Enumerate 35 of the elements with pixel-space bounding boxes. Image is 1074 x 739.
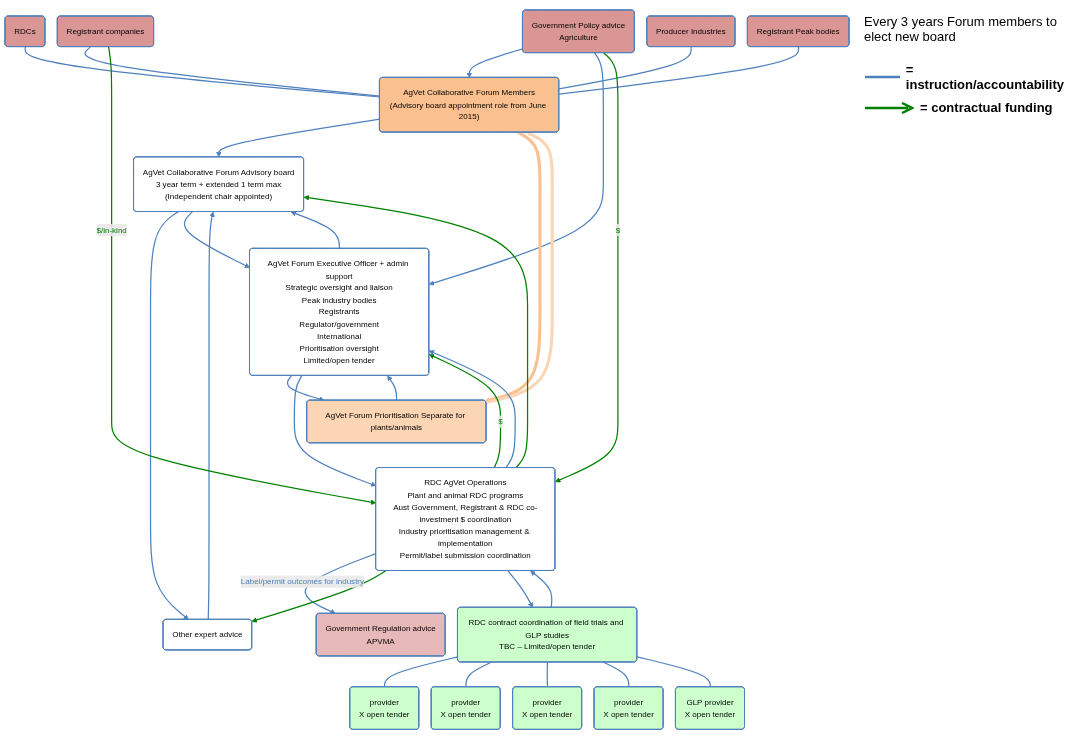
arrow bbox=[484, 130, 542, 403]
arrow bbox=[207, 211, 215, 621]
arrow bbox=[485, 131, 554, 404]
connector bbox=[24, 46, 381, 98]
arrow bbox=[428, 353, 502, 469]
arrow bbox=[466, 48, 524, 78]
arrow bbox=[507, 570, 534, 608]
arrow bbox=[428, 350, 516, 469]
edge-label: $ bbox=[498, 416, 503, 426]
connector bbox=[383, 656, 459, 688]
arrow bbox=[303, 194, 529, 469]
edge-label: $ bbox=[615, 224, 621, 235]
connector bbox=[546, 661, 549, 688]
legend-label: = contractual funding bbox=[920, 100, 1053, 115]
edge-label: $/in-kind bbox=[96, 224, 127, 235]
connector bbox=[84, 46, 381, 97]
connector bbox=[558, 46, 692, 90]
connector bbox=[465, 661, 492, 688]
note-text: Every 3 years Forum members to elect new board bbox=[864, 14, 1058, 44]
arrow bbox=[387, 375, 398, 401]
connector bbox=[602, 661, 630, 688]
arrow bbox=[530, 570, 553, 608]
arrow bbox=[290, 210, 341, 250]
arrow bbox=[555, 52, 619, 483]
arrow bbox=[251, 570, 387, 623]
legend-label: = instruction/accountability bbox=[905, 62, 1064, 92]
arrow bbox=[428, 52, 604, 286]
arrow bbox=[293, 374, 377, 487]
connector bbox=[636, 656, 711, 688]
arrow bbox=[183, 211, 251, 268]
arrow bbox=[149, 211, 189, 620]
edge-label: Label/permit outcomes for industry bbox=[240, 576, 365, 586]
arrow bbox=[107, 46, 377, 505]
connector bbox=[558, 46, 800, 95]
arrow bbox=[216, 118, 381, 158]
